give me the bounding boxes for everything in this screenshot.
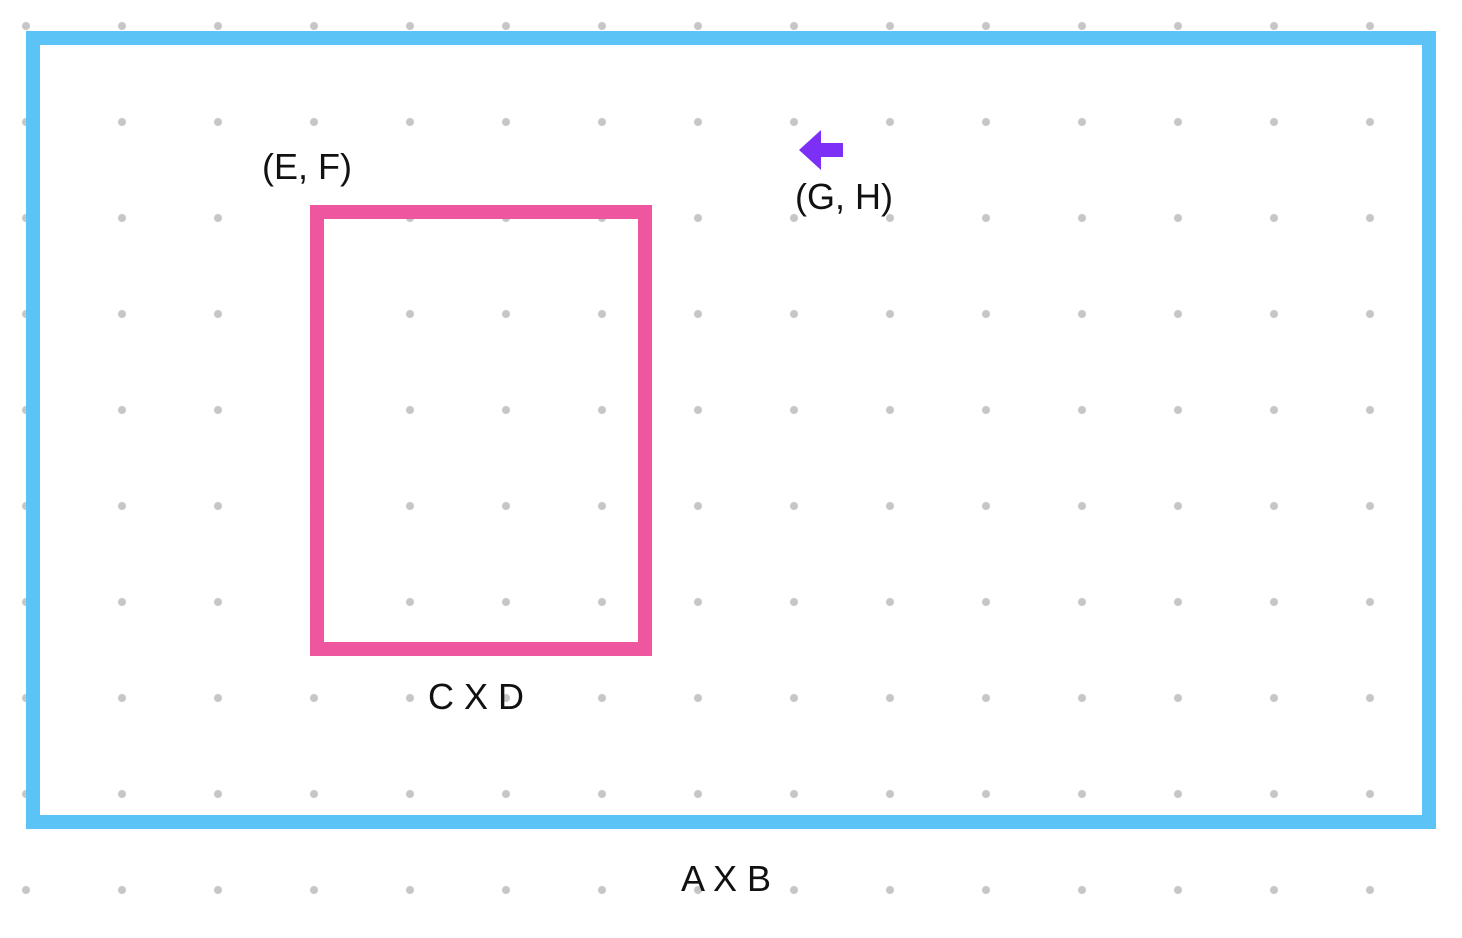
outer-frame-size-label: A X B — [681, 858, 772, 899]
outer-frame — [26, 31, 1436, 829]
arrow-left-icon — [799, 130, 843, 170]
cursor-arrow-shape — [799, 130, 843, 170]
inner-frame-size-label: C X D — [428, 676, 525, 717]
cursor-position-label: (G, H) — [795, 176, 893, 217]
inner-frame — [310, 205, 652, 656]
inner-frame-origin-label: (E, F) — [262, 146, 352, 187]
